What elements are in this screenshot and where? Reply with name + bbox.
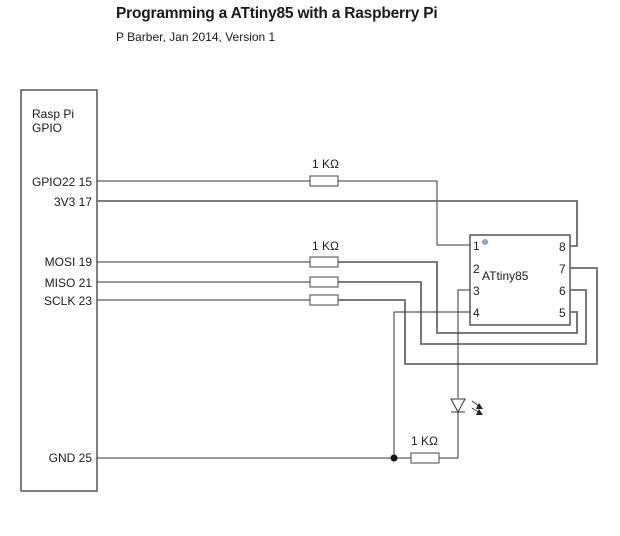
wire-miso xyxy=(97,281,587,345)
resistor-led-label: 1 KΩ xyxy=(411,434,438,448)
pi-pin-mosi: MOSI 19 xyxy=(45,255,93,269)
pi-pin-gnd: GND 25 xyxy=(49,451,93,465)
chip-pin-2: 2 xyxy=(473,262,480,276)
wire-pin3-led xyxy=(457,289,470,398)
raspberry-pi-box xyxy=(20,89,98,492)
resistor-miso xyxy=(309,276,339,288)
resistor-mosi xyxy=(309,256,339,268)
chip-pin-5: 5 xyxy=(559,306,566,320)
pi-label-line2: GPIO xyxy=(32,121,62,135)
ground-junction-dot xyxy=(390,454,398,462)
pi-pin-miso: MISO 21 xyxy=(45,276,93,290)
chip-label: ATtiny85 xyxy=(482,269,529,283)
wire-pin4-gnd xyxy=(393,311,470,458)
pin1-indicator-icon xyxy=(482,239,488,245)
pi-pin-gpio22: GPIO22 15 xyxy=(32,175,92,189)
pi-pin-sclk: SCLK 23 xyxy=(44,294,92,308)
chip-pin-4: 4 xyxy=(473,306,480,320)
chip-pin-1: 1 xyxy=(473,239,480,253)
wire-3v3 xyxy=(97,200,578,247)
diagram-title: Programming a ATtiny85 with a Raspberry … xyxy=(116,5,438,22)
chip-pin-3: 3 xyxy=(473,284,480,298)
pi-pin-3v3: 3V3 17 xyxy=(54,195,92,209)
diagram-subtitle: P Barber, Jan 2014, Version 1 xyxy=(116,30,276,44)
resistor-gpio22-label: 1 KΩ xyxy=(312,157,339,171)
wire-gpio22 xyxy=(97,180,470,246)
resistor-mosi-label: 1 KΩ xyxy=(312,239,339,253)
pi-label-line1: Rasp Pi xyxy=(32,107,74,121)
wire-sclk xyxy=(97,267,598,365)
wire-mosi xyxy=(97,261,578,334)
chip-pin-6: 6 xyxy=(559,284,566,298)
attiny85-chip xyxy=(469,234,571,326)
wire-led-resistor xyxy=(439,412,459,459)
resistor-sclk xyxy=(309,294,339,306)
chip-pin-7: 7 xyxy=(559,262,566,276)
led-icon xyxy=(450,398,483,415)
resistor-gpio22 xyxy=(309,175,339,187)
chip-pin-8: 8 xyxy=(559,240,566,254)
resistor-led xyxy=(410,452,440,464)
